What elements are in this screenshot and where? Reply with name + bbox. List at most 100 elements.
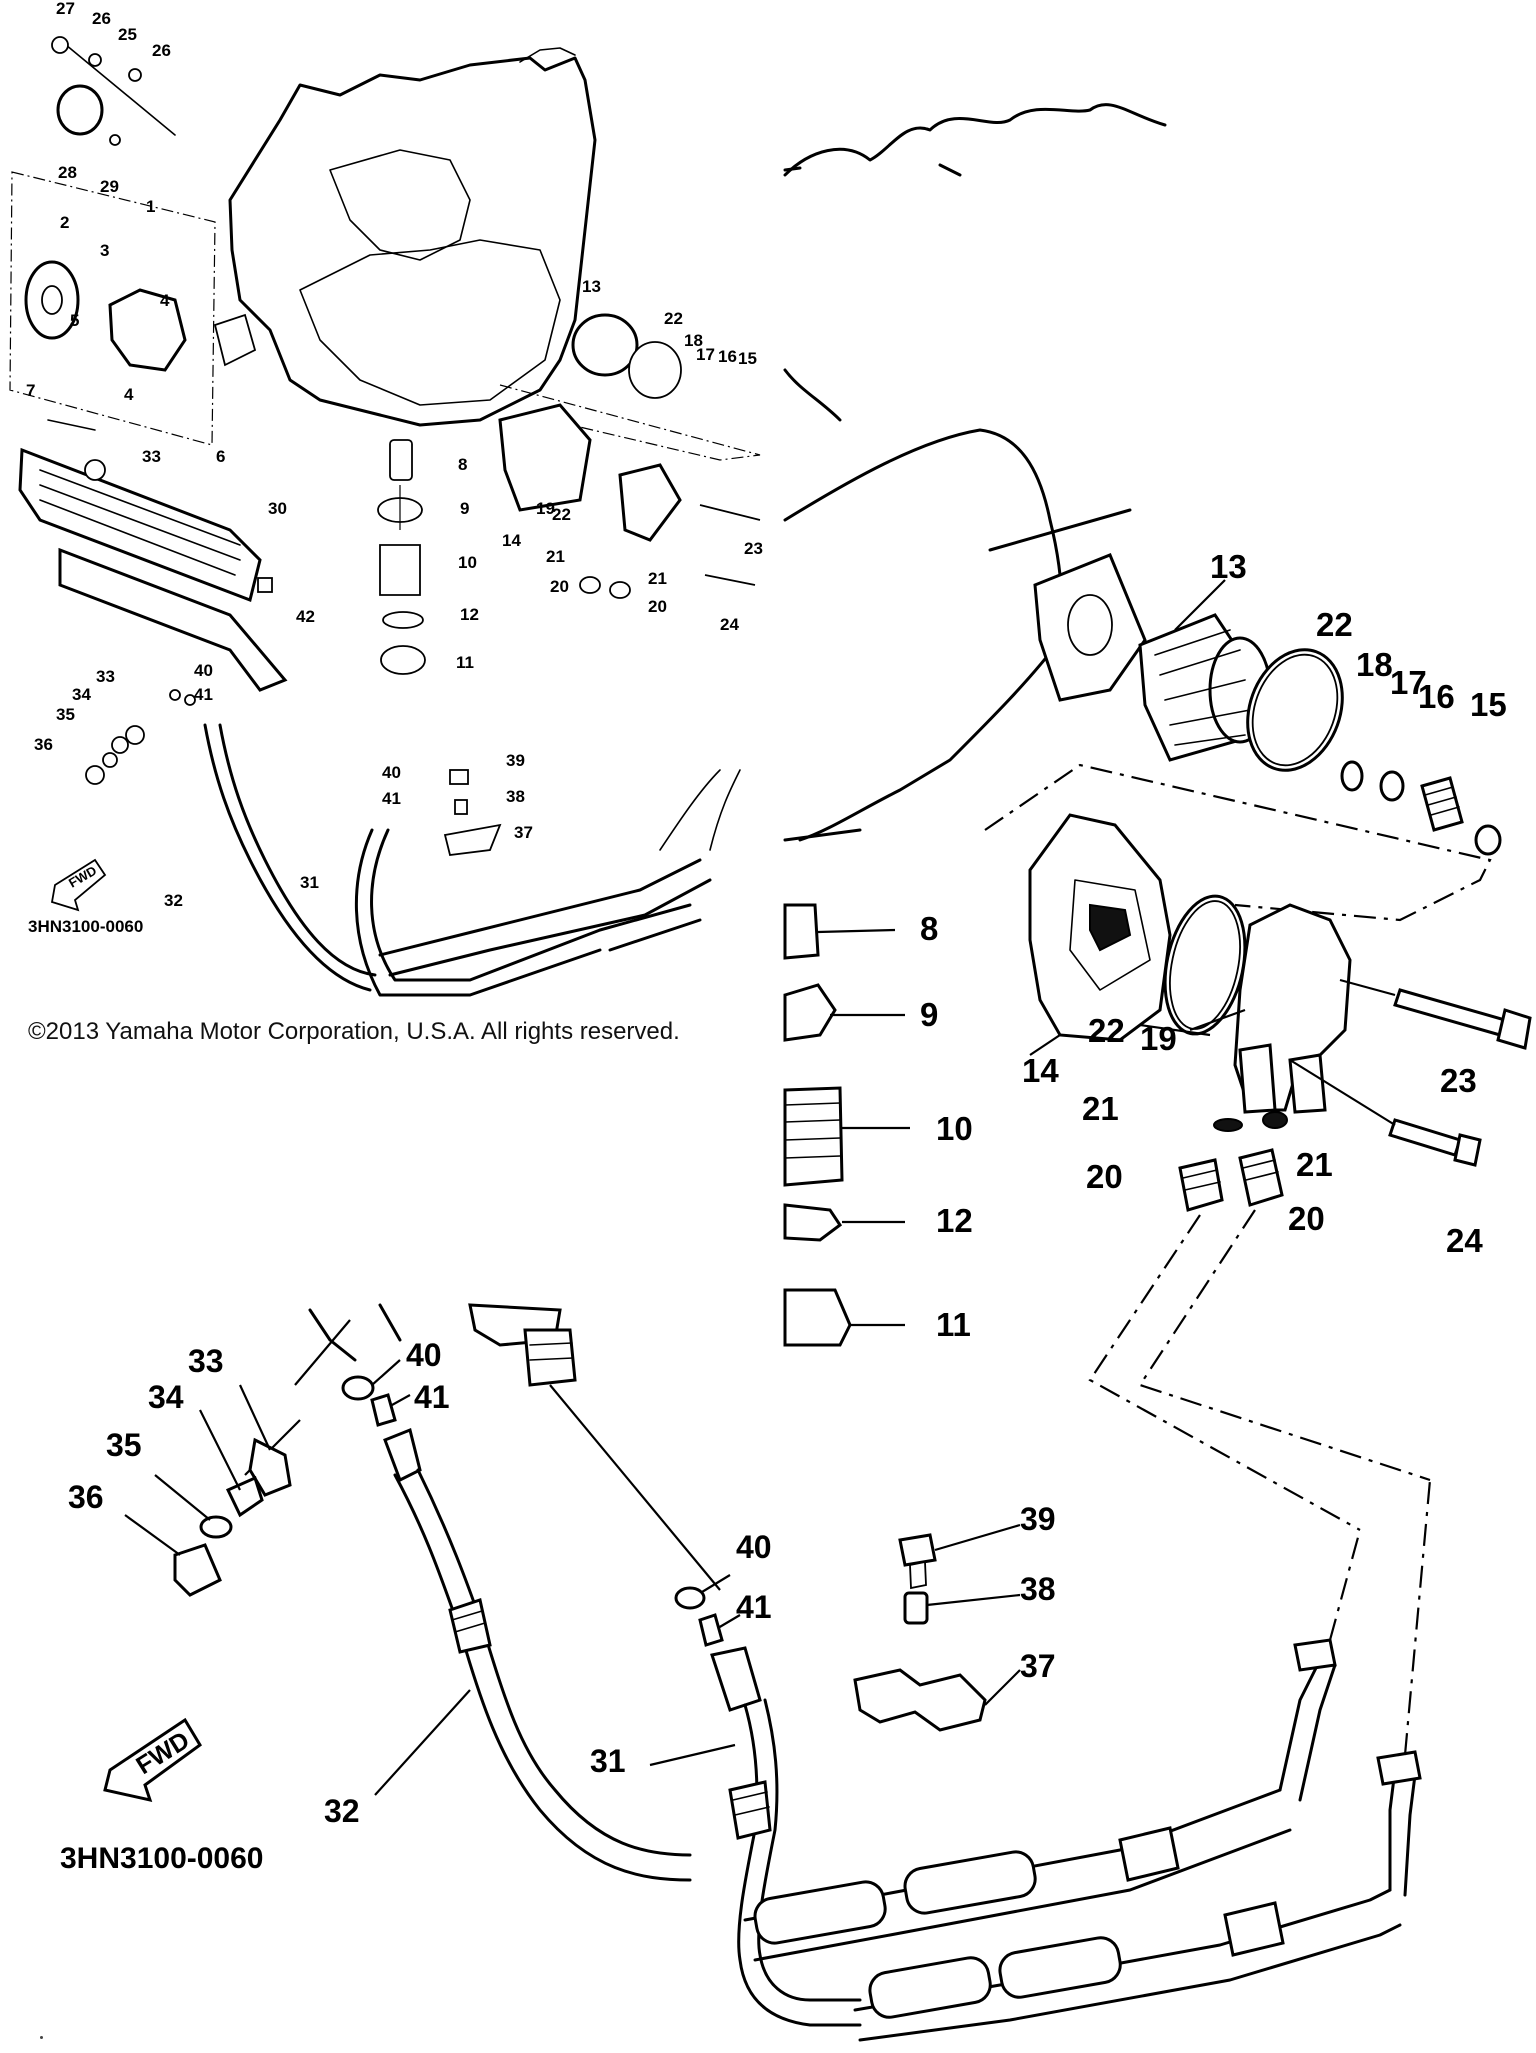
- callout-small-view-39: 35: [56, 705, 75, 724]
- callout-detail-view-bottom-12: 32: [324, 1793, 360, 1829]
- callout-detail-view-right-12: 22: [1088, 1012, 1125, 1049]
- bolt-42: [257, 577, 273, 593]
- callout-small-view-4: 28: [58, 163, 77, 182]
- cover-recess: [1069, 879, 1151, 991]
- plug-9: [783, 983, 837, 1042]
- hose-crimp-b: [1223, 1901, 1285, 1957]
- callout-detail-view-right-3: 17: [1390, 664, 1427, 701]
- bolt-23: [1393, 988, 1507, 1037]
- callout-small-view-30: 21: [648, 569, 667, 588]
- callout-small-view-0: 27: [56, 0, 75, 18]
- oil-cooler-core: [18, 447, 262, 603]
- crankcase-top-contour: [783, 103, 1167, 177]
- pipe-8: [783, 903, 820, 960]
- routing-line-tails: [1328, 1479, 1432, 1756]
- hose-31-clamp: [728, 1780, 772, 1840]
- callout-detail-view-right-5: 15: [1470, 686, 1507, 723]
- sleeve-a: [753, 1880, 887, 1945]
- callout-small-view-24: 15: [738, 349, 757, 368]
- washer-35: [102, 752, 118, 768]
- filter-pleats: [1154, 629, 1251, 746]
- o-ring-12: [783, 1203, 843, 1242]
- oil-filler-plug: [56, 84, 104, 136]
- crankcase-cover-outline: [299, 239, 561, 406]
- o-ring-12: [382, 611, 424, 629]
- callout-small-view-12: 7: [26, 381, 35, 400]
- hose-nut-b: [1376, 1750, 1422, 1786]
- fitting-20a: [1178, 1158, 1224, 1212]
- callout-detail-view-right-0: 13: [1210, 548, 1247, 585]
- callout-small-view-27: 19: [536, 499, 555, 518]
- gear-hub: [41, 285, 63, 315]
- o-ring-40: [169, 689, 181, 701]
- hose-crimp-a: [1118, 1826, 1180, 1882]
- filter-group-box: [984, 763, 1492, 922]
- o-ring-inner: [1251, 653, 1339, 767]
- union-spout-b: [1288, 1053, 1327, 1114]
- washer-18: [1340, 760, 1364, 792]
- callout-detail-view-bottom-11: 31: [590, 1743, 626, 1779]
- callout-detail-view-right-6: 8: [920, 910, 938, 947]
- gasket-line: [988, 508, 1132, 552]
- bracket-37: [443, 823, 502, 856]
- washer-35: [199, 1515, 233, 1539]
- leader-39: [934, 1523, 1021, 1552]
- washer-26b: [128, 68, 142, 82]
- spring-coils-10: [784, 1102, 841, 1159]
- callout-detail-view-right-15: 21: [1082, 1090, 1119, 1127]
- callout-small-view-38: 34: [72, 685, 91, 704]
- callout-small-view-10: 4: [160, 291, 170, 310]
- hose-32-edge: [218, 723, 377, 977]
- collar-38: [903, 1591, 929, 1625]
- dowel-41a: [370, 1393, 397, 1427]
- filter-detail-diagram: [783, 103, 1532, 1531]
- leader-32: [374, 1689, 471, 1796]
- sleeve-d: [998, 1936, 1122, 1999]
- callout-detail-view-bottom-0: 40: [406, 1337, 442, 1373]
- cover-detail: [1089, 903, 1132, 952]
- spring-10: [379, 544, 421, 596]
- bolt-39: [898, 1533, 937, 1567]
- hose-ends: [659, 769, 741, 851]
- callout-small-view-41: 40: [194, 661, 213, 680]
- callout-small-view-44: 41: [382, 789, 401, 808]
- callout-detail-view-right-10: 11: [936, 1306, 971, 1343]
- callout-detail-view-right-8: 10: [936, 1110, 973, 1147]
- callout-detail-view-right-19: 24: [1446, 1222, 1483, 1259]
- leader-8: [817, 928, 896, 934]
- callout-detail-view-right-9: 12: [936, 1202, 973, 1239]
- callout-small-view-37: 33: [96, 667, 115, 686]
- pump-screw: [47, 419, 96, 431]
- hose-nut-a: [1293, 1638, 1337, 1672]
- fwd-arrow-large: [103, 1717, 202, 1803]
- callout-detail-view-right-2: 18: [1356, 646, 1393, 683]
- o-ring-21b: [1262, 1111, 1288, 1129]
- callout-detail-view-bottom-4: 35: [106, 1427, 142, 1463]
- leader-31: [649, 1743, 736, 1767]
- callout-detail-view-bottom-3: 34: [148, 1379, 184, 1415]
- hose-rise-d: [1403, 1773, 1417, 1897]
- leader-23: [1339, 978, 1396, 997]
- callout-detail-view-bottom-1: 41: [414, 1379, 450, 1415]
- washer-17: [1379, 770, 1405, 802]
- bolt-24-head: [1453, 1133, 1482, 1167]
- callout-small-view-32: 20: [648, 597, 667, 616]
- hose-31-end-fitting: [710, 1646, 762, 1712]
- leader-36: [124, 1514, 181, 1556]
- callout-small-view-48: 38: [506, 787, 525, 806]
- leader-34: [199, 1409, 241, 1491]
- callout-small-view-42: 41: [194, 685, 213, 704]
- o-ring-22: [628, 341, 682, 399]
- callout-small-view-33: 24: [720, 615, 739, 634]
- hose-32-clamp: [448, 1598, 492, 1654]
- leader-19: [1189, 1008, 1246, 1032]
- fitting-20b: [609, 581, 631, 599]
- callout-small-view-34: 33: [142, 447, 161, 466]
- hose-run-lower-b: [858, 1923, 1402, 2042]
- diagram-code-small: 3HN3100-0060: [28, 917, 143, 936]
- callout-small-view-49: 37: [514, 823, 533, 842]
- routing-line-b: [1138, 1209, 1431, 1482]
- gasket-port: [1067, 594, 1113, 656]
- callout-small-view-28: 23: [744, 539, 763, 558]
